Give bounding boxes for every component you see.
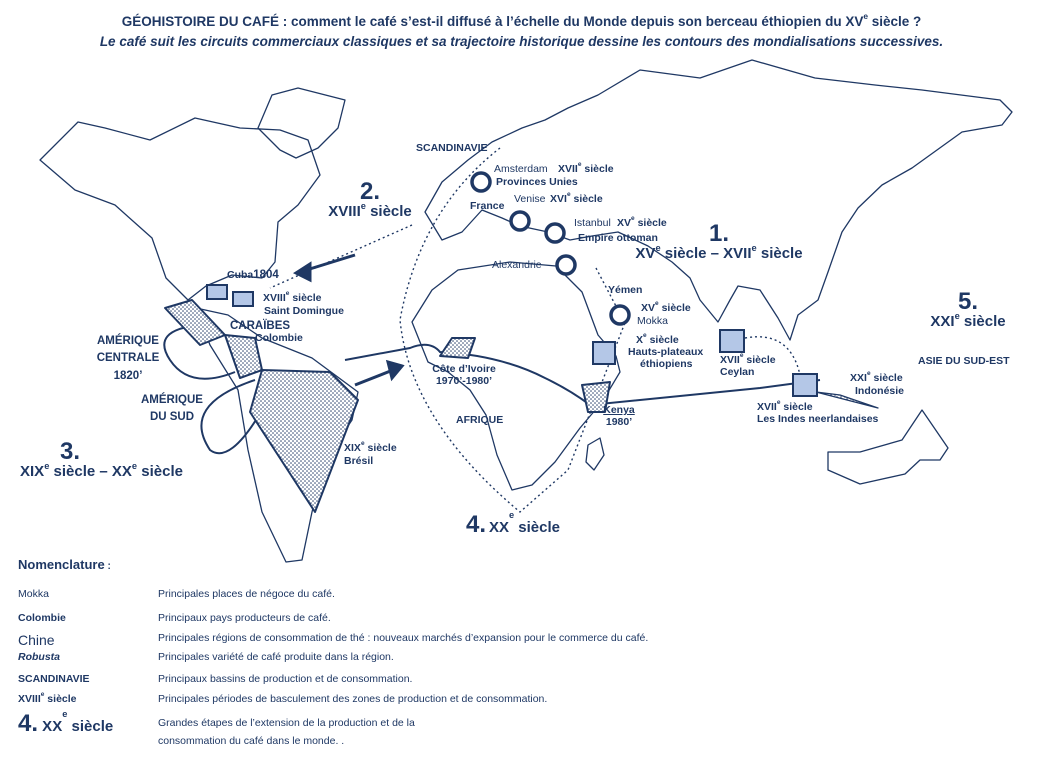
eurasia-outline xyxy=(424,59,1013,341)
stage-3-label: 3.XIXe siècle – XXe siècle xyxy=(20,438,183,480)
legend-key-basin: SCANDINAVIE xyxy=(18,673,90,685)
scandinavie-label: SCANDINAVIE xyxy=(416,142,488,154)
cuba-label: Cuba1804 xyxy=(227,269,279,281)
ceylan-box xyxy=(719,329,745,353)
saint-domingue-label: Saint Domingue xyxy=(264,305,344,317)
legend-desc-tea-region: Principales régions de consommation de t… xyxy=(158,632,649,644)
africa-outline xyxy=(411,261,621,491)
istanbul-label: Istanbul xyxy=(574,217,611,229)
legend-key-stage: 4. XXe siècle xyxy=(18,708,114,737)
venise-hub xyxy=(509,210,531,232)
legend-key-producer: Colombie xyxy=(18,612,66,624)
ceylan-label: Ceylan xyxy=(720,366,755,378)
caraibes-label: CARAÏBES xyxy=(230,320,291,332)
france-label: France xyxy=(470,200,505,212)
legend-desc-variety: Principales variété de café produite dan… xyxy=(158,651,394,663)
legend-desc-stage: Grandes étapes de l’extension de la prod… xyxy=(158,717,415,747)
central-america-region xyxy=(164,299,226,346)
afrique-label: AFRIQUE xyxy=(456,414,504,426)
amsterdam-label: Amsterdam xyxy=(494,163,548,175)
indes-neerlandaises-label: Les Indes neerlandaises xyxy=(757,413,879,425)
xvii-ceylan-label: XVIIe siècle xyxy=(720,351,776,366)
xvii-amsterdam-label: XVIIe siècle xyxy=(558,160,614,175)
greenland-outline xyxy=(257,87,346,159)
route-amsterdam-yemen xyxy=(399,147,627,513)
legend-desc-basin: Principaux bassins de production et de c… xyxy=(158,673,413,685)
bresil-label: Brésil xyxy=(344,455,374,467)
xvi-venise-label: XVIe siècle xyxy=(550,190,603,205)
java-box xyxy=(792,373,818,397)
asie-sud-est-label: ASIE DU SUD-EST xyxy=(918,355,1010,367)
hauts-plateaux-label: Hauts-plateaux xyxy=(628,346,704,358)
venise-label: Venise xyxy=(514,193,546,205)
indonesie-label: Indonésie xyxy=(855,385,905,397)
legend-key-period: XVIIIe siècle xyxy=(18,690,77,705)
yemen-label: Yémen xyxy=(608,284,643,296)
ethiopia-box xyxy=(592,341,616,365)
legend-title: Nomenclature : xyxy=(18,557,111,572)
route-ceylan-java xyxy=(744,336,801,376)
map-title: GÉOHISTOIRE DU CAFÉ : comment le café s’… xyxy=(121,11,922,29)
alexandrie-label: Alexandrie xyxy=(492,259,542,271)
ethiopiens-label: éthiopiens xyxy=(640,358,693,370)
stage-4-label: 4. XXe siècle xyxy=(466,509,560,538)
route-central-america-loop-1 xyxy=(163,324,236,380)
istanbul-hub xyxy=(544,222,566,244)
north-america-outline xyxy=(39,117,321,301)
arrow-head-18th xyxy=(292,261,312,283)
route-europe-caribbean xyxy=(269,224,413,289)
papua-outline xyxy=(827,409,949,485)
stage-1-label: 1.XVe siècle – XVIIe siècle xyxy=(635,220,803,262)
stage-5-label: 5.XXIe siècle xyxy=(930,288,1006,330)
brazil-region xyxy=(249,369,359,513)
alexandrie-hub xyxy=(555,254,577,276)
xix-bresil-label: XIXe siècle xyxy=(344,439,397,454)
mokka-label: Mokka xyxy=(637,315,668,327)
colombie-label: Colombie xyxy=(255,332,303,344)
stage-2-label: 2.XVIIIe siècle xyxy=(328,178,412,220)
xv-istanbul-label: XVe siècle xyxy=(617,214,667,229)
madagascar-outline xyxy=(585,437,605,471)
legend-key-tea-region: Chine xyxy=(18,632,55,648)
sumatra-outline xyxy=(815,391,879,409)
empire-ottoman-label: Empire ottoman xyxy=(578,232,658,244)
provinces-unies-label: Provinces Unies xyxy=(496,176,578,188)
south-america-outline xyxy=(195,307,359,563)
x-ethiopie-label: Xe siècle xyxy=(636,331,679,346)
xvii-indes-label: XVIIe siècle xyxy=(757,398,813,413)
legend-desc-period: Principales périodes de basculement des … xyxy=(158,693,548,705)
amsterdam-hub xyxy=(470,171,492,193)
legend-desc-producer: Principaux pays producteurs de café. xyxy=(158,612,331,624)
mokka-hub xyxy=(609,304,631,326)
route-brazil-africa-asia xyxy=(344,343,821,407)
xv-mokka-label: XVe siècle xyxy=(641,299,691,314)
legend-key-trade-place: Mokka xyxy=(18,588,49,600)
legend-desc-trade-place: Principales places de négoce du café. xyxy=(158,588,335,600)
map-subtitle: Le café suit les circuits commerciaux cl… xyxy=(99,34,944,49)
route-south-america-loop-2 xyxy=(200,379,263,455)
cuba-box xyxy=(206,284,228,300)
cote-ivoire-region xyxy=(439,337,476,359)
xxi-indonesie-label: XXIe siècle xyxy=(850,369,903,384)
kenya-region xyxy=(581,381,611,413)
xviii-caraibes-label: XVIIIe siècle xyxy=(263,289,322,304)
saint-domingue-box xyxy=(232,291,254,307)
arrow-head-africa xyxy=(385,359,405,382)
legend-key-variety: Robusta xyxy=(18,651,60,663)
